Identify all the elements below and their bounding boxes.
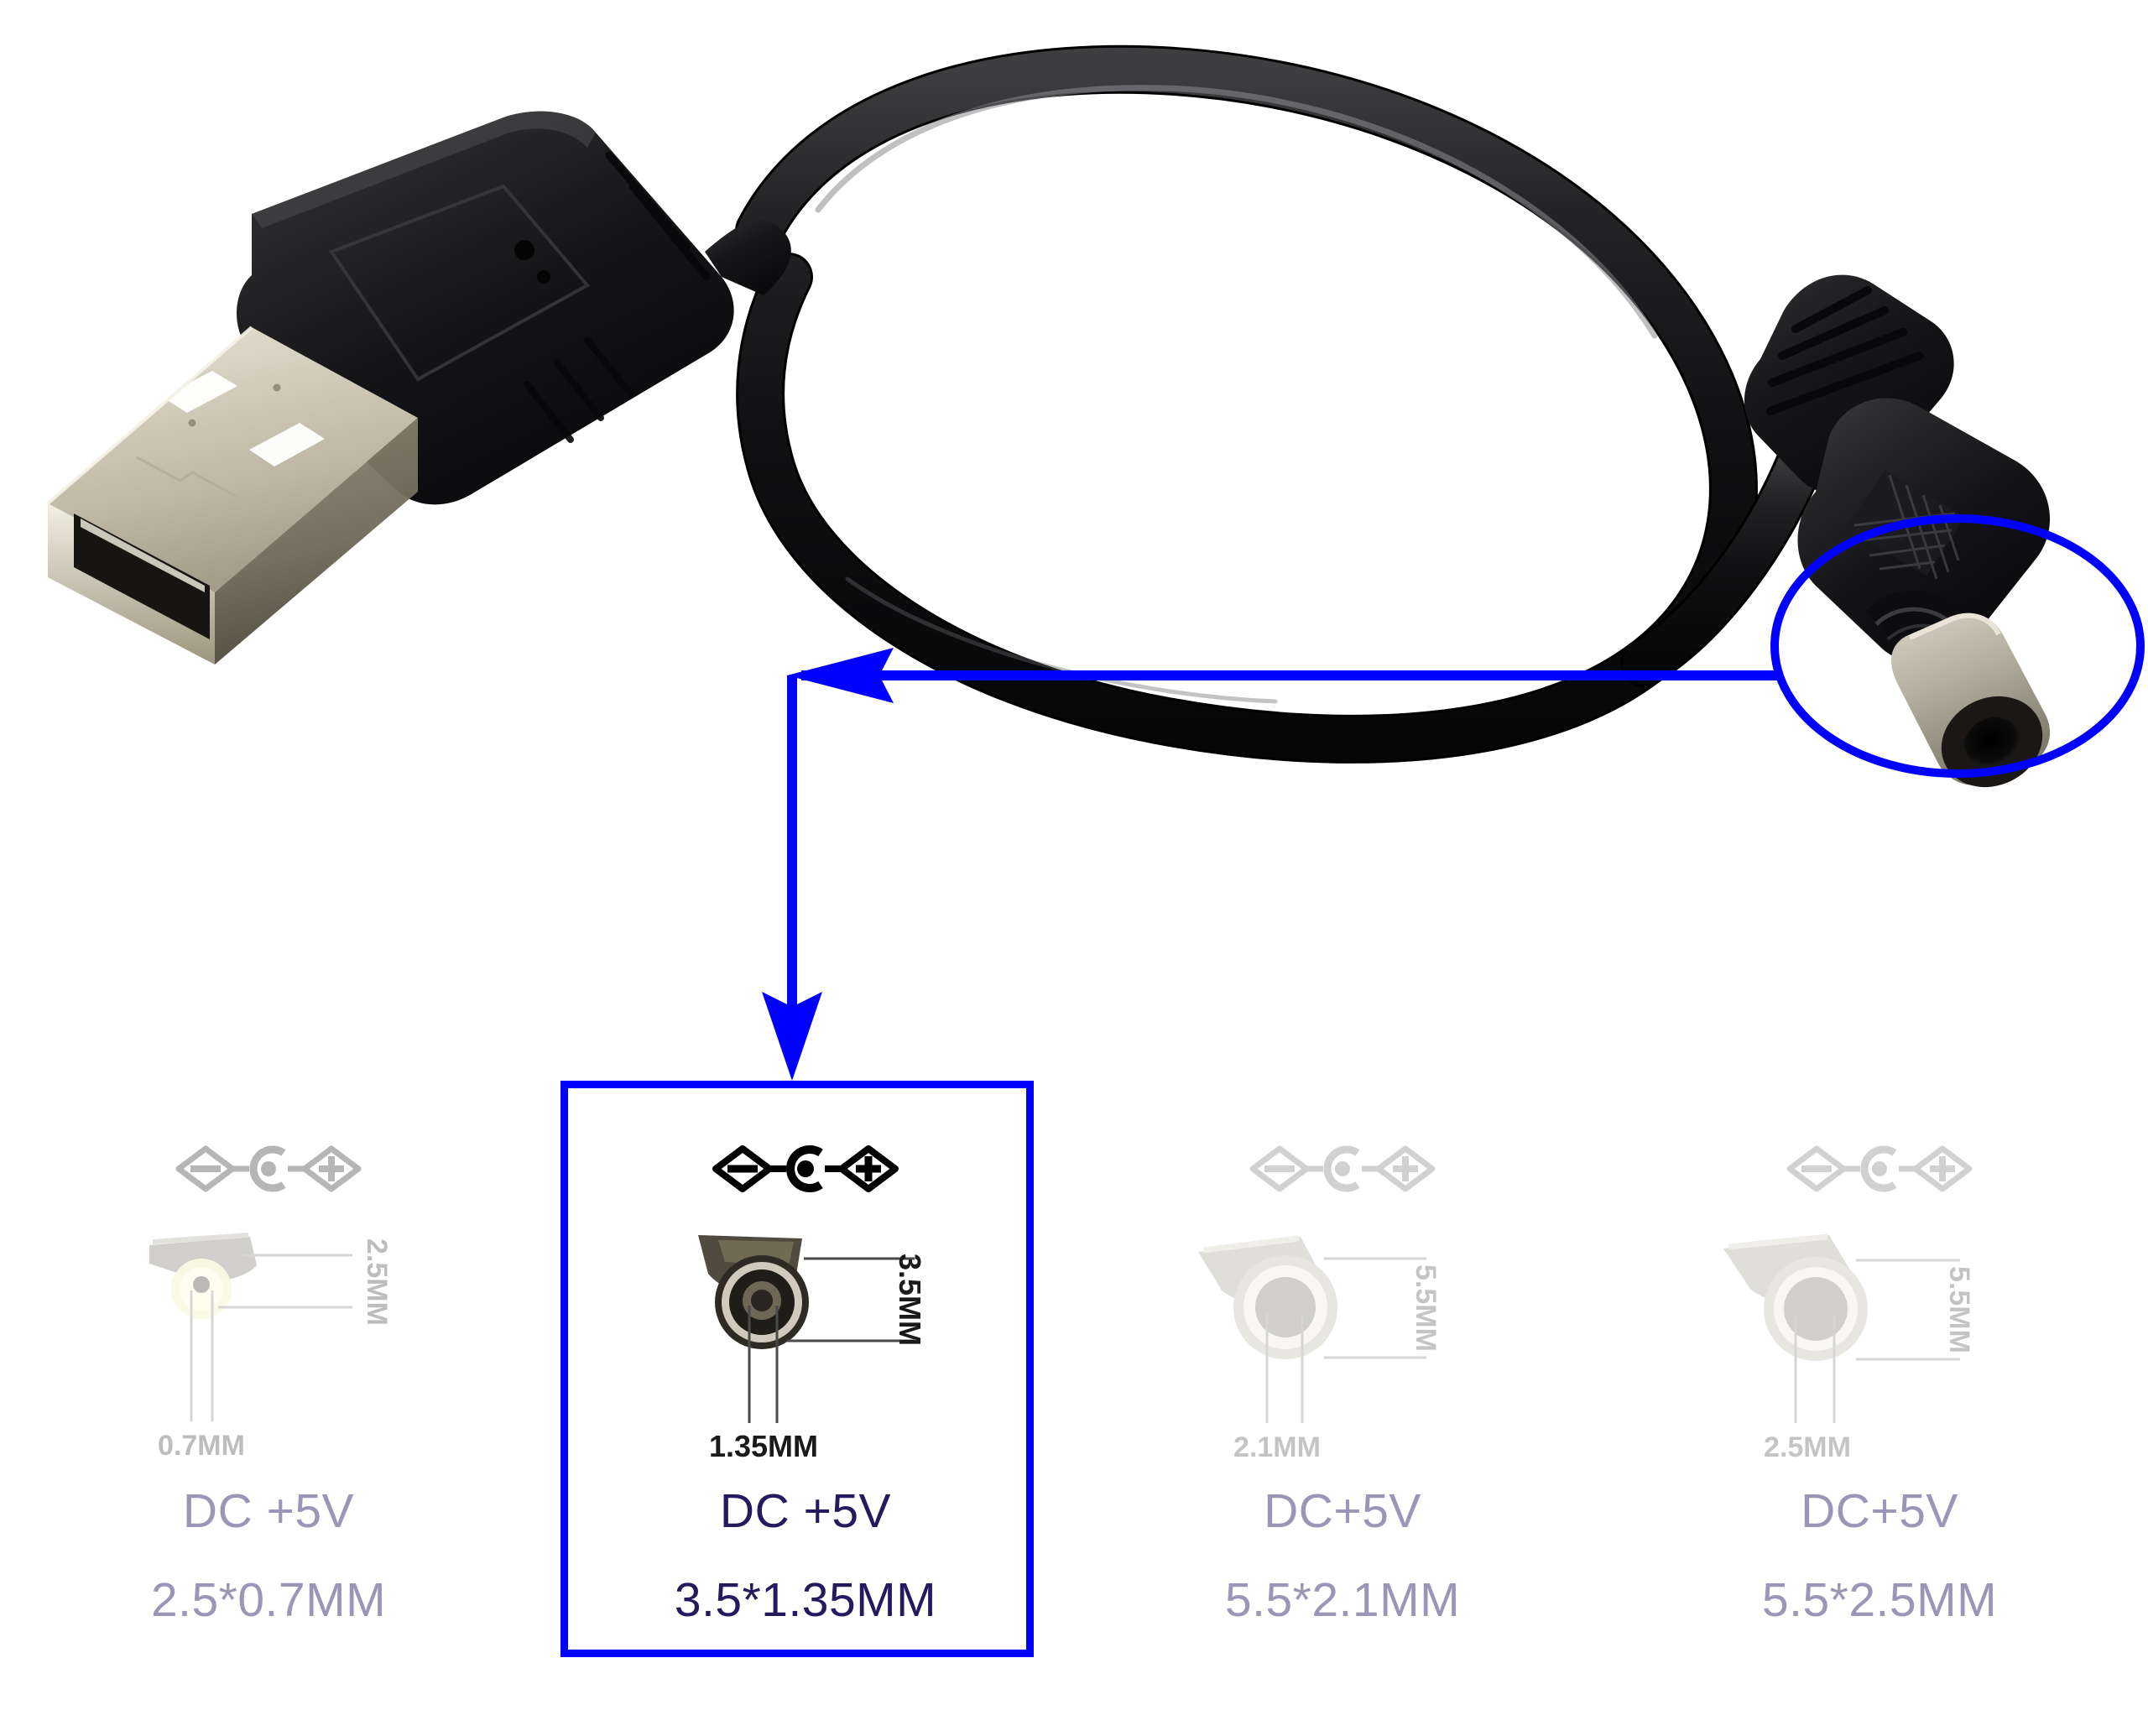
- strain-relief-ribs: [1766, 286, 1924, 415]
- connector-option-3-5x1-35[interactable]: 3.5MM 1.35MM DC +5V 3.5*1.35MM: [537, 1081, 1074, 1668]
- option-size-label: 2.5*0.7MM: [150, 1572, 387, 1627]
- cable-photo: [46, 44, 2051, 788]
- option-voltage-label: DC +5V: [719, 1484, 892, 1538]
- inner-diameter-label: 2.1MM: [1233, 1431, 1321, 1463]
- connector-option-5-5x2-1[interactable]: 5.5MM 2.1MM DC+5V 5.5*2.1MM: [1074, 1081, 1611, 1668]
- cable-jacket: [735, 44, 1758, 764]
- option-size-label: 5.5*2.1MM: [1224, 1572, 1461, 1627]
- plug-dimension-figure: 5.5MM 2.5MM: [1723, 1233, 1975, 1463]
- dc-barrel-plug: [1744, 274, 2051, 788]
- option-voltage-label: DC +5V: [182, 1484, 355, 1538]
- inner-diameter-label: 2.5MM: [1764, 1431, 1851, 1463]
- usb-metal-shell: [46, 326, 418, 665]
- outer-diameter-label: 5.5MM: [1943, 1266, 1975, 1353]
- plug-dimension-figure: 5.5MM 2.1MM: [1198, 1235, 1442, 1463]
- option-size-label: 5.5*2.5MM: [1761, 1572, 1998, 1627]
- connector-option-5-5x2-5[interactable]: 5.5MM 2.5MM DC+5V 5.5*2.5MM: [1611, 1081, 2148, 1668]
- inner-diameter-label: 1.35MM: [709, 1429, 818, 1463]
- plug-dimension-figure: 2.5MM 0.7MM: [149, 1233, 393, 1462]
- cable-to-dc-plug: [1620, 429, 1828, 687]
- barrel-pin: [1890, 613, 2051, 788]
- option-voltage-label: DC+5V: [1264, 1484, 1421, 1538]
- outer-diameter-label: 5.5MM: [1410, 1264, 1442, 1352]
- option-size-label: 3.5*1.35MM: [674, 1572, 937, 1627]
- selected-option-highlight-box: [560, 1081, 1034, 1657]
- connector-options-row: 2.5MM 0.7MM DC +5V 2.5*0.7MM: [0, 1081, 2148, 1668]
- polarity-center-positive-icon: [1786, 1145, 1973, 1192]
- polarity-center-positive-icon: [175, 1145, 362, 1192]
- plug-dimension-figure: 3.5MM 1.35MM: [698, 1235, 927, 1463]
- inner-diameter-label: 0.7MM: [158, 1430, 245, 1462]
- option-voltage-label: DC+5V: [1801, 1484, 1958, 1538]
- outer-diameter-label: 2.5MM: [361, 1238, 393, 1326]
- connector-option-2-5x0-7[interactable]: 2.5MM 0.7MM DC +5V 2.5*0.7MM: [0, 1081, 537, 1668]
- polarity-center-positive-icon: [712, 1145, 899, 1192]
- usb-a-connector: [46, 111, 791, 665]
- outer-diameter-label: 3.5MM: [893, 1254, 927, 1346]
- polarity-center-positive-icon: [1249, 1145, 1436, 1192]
